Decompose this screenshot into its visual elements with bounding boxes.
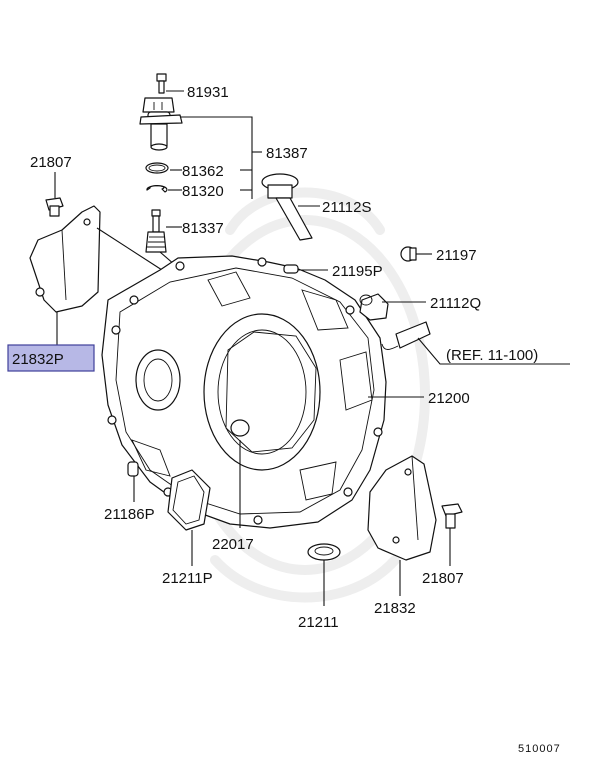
part-label-81362[interactable]: 81362 [182, 163, 224, 180]
part-label-21211P[interactable]: 21211P [162, 570, 213, 587]
part-label-21807-left[interactable]: 21807 [30, 154, 72, 171]
part-label-81387[interactable]: 81387 [266, 145, 308, 162]
part-label-21186P[interactable]: 21186P [104, 506, 155, 523]
pin-21195P-drawing [283, 264, 299, 274]
bracket-21832-drawing [367, 455, 437, 561]
part-label-21112Q[interactable]: 21112Q [430, 295, 481, 312]
driven-gear-81337-drawing [145, 209, 167, 253]
part-label-21200[interactable]: 21200 [428, 390, 470, 407]
bracket-21832P-drawing [29, 205, 101, 313]
snap-ring-81320-drawing [146, 185, 168, 193]
part-label-81320[interactable]: 81320 [182, 183, 224, 200]
transmission-case-21200-drawing [101, 255, 387, 529]
footer-code: 510007 [518, 743, 561, 755]
plug-21197-drawing [400, 246, 417, 262]
part-label-21832P[interactable]: 21832P [12, 351, 64, 368]
bolt-81931-drawing [156, 73, 167, 94]
cap-21112Q-drawing [359, 293, 389, 321]
part-label-81337[interactable]: 81337 [182, 220, 224, 237]
part-label-21211[interactable]: 21211 [298, 614, 339, 631]
reference-label[interactable]: (REF. 11-100) [446, 347, 538, 364]
part-label-21197[interactable]: 21197 [436, 247, 477, 264]
part-label-21195P[interactable]: 21195P [332, 263, 383, 280]
part-label-21832[interactable]: 21832 [374, 600, 416, 617]
cover-21211P-drawing [167, 469, 211, 531]
part-label-21807-right[interactable]: 21807 [422, 570, 464, 587]
highlight-box-21832P [7, 344, 95, 372]
bolt-21807-left-drawing [45, 197, 64, 217]
breather-21112S-drawing [261, 173, 313, 241]
speed-sensor-81387-drawing [139, 97, 183, 151]
pin-21186P-drawing [127, 461, 139, 477]
grommet-21211-drawing [307, 543, 341, 561]
o-ring-81362-drawing [145, 162, 169, 174]
part-label-21112S[interactable]: 21112S [322, 199, 372, 216]
part-label-22017[interactable]: 22017 [212, 536, 254, 553]
ref-connector-drawing [381, 321, 431, 350]
part-label-81931[interactable]: 81931 [187, 84, 229, 101]
bolt-21807-right-drawing [441, 503, 463, 529]
